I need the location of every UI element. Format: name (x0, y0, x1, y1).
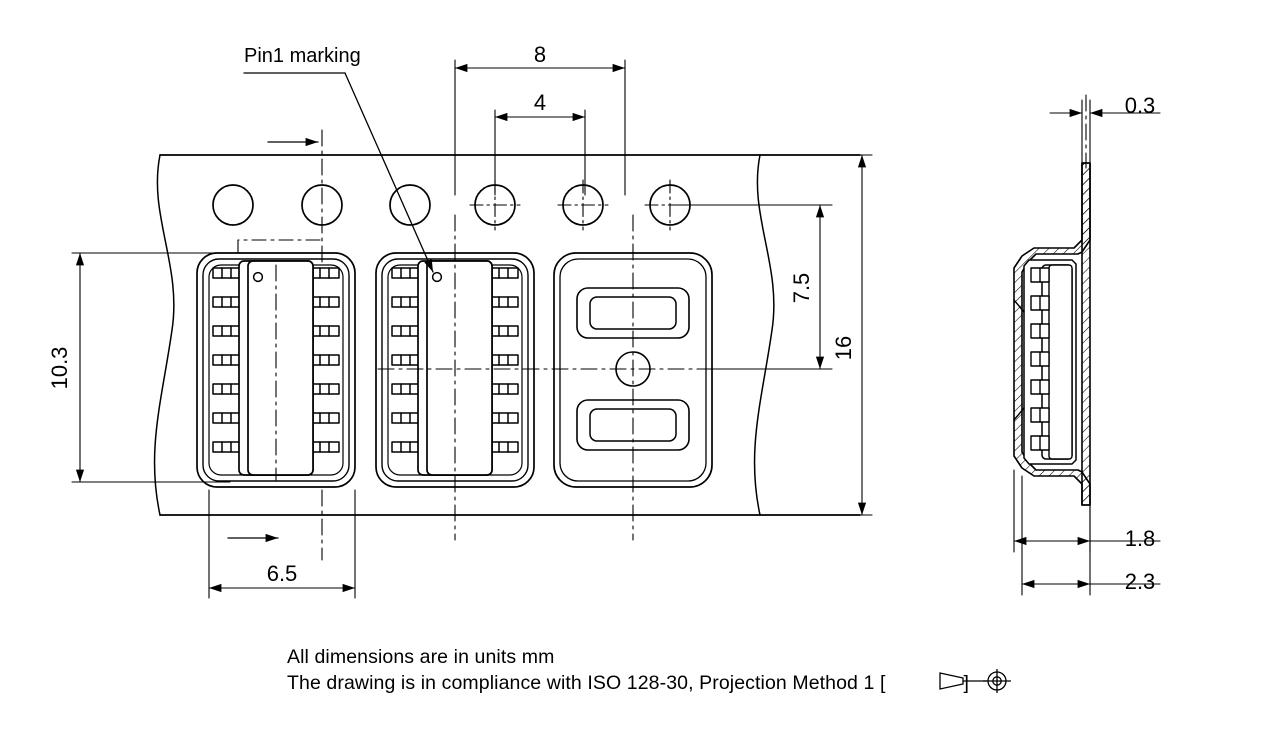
dimension-label-4: 4 (534, 90, 546, 115)
dimension-10-3 (71, 252, 231, 483)
dimension-label-16: 16 (831, 336, 856, 360)
standard-note: The drawing is in compliance with ISO 12… (287, 672, 969, 695)
pin1-marking-label: Pin1 marking (244, 45, 361, 67)
pin1-dot (431, 271, 443, 283)
dimension-4 (494, 109, 586, 196)
dimension-label-1-8: 1.8 (1125, 526, 1156, 551)
dimension-6-5 (208, 489, 356, 599)
dimension-label-8: 8 (534, 42, 546, 67)
dimension-0-3 (1049, 99, 1161, 176)
centerlines (275, 129, 791, 561)
dimension-label-2-3: 2.3 (1125, 569, 1156, 594)
dimension-label-0-3: 0.3 (1125, 93, 1156, 118)
break-line-left (153, 154, 175, 516)
cross-section-view (1013, 162, 1091, 506)
units-note: All dimensions are in units mm (287, 646, 555, 668)
carrier-tape-outline (153, 154, 861, 516)
sprocket-holes (212, 184, 691, 226)
dimension-16 (759, 154, 873, 516)
pocket-index-leader (237, 239, 323, 254)
first-angle-projection-symbol (939, 669, 1011, 693)
pin1-dot (252, 271, 264, 283)
standard-note-text: The drawing is in compliance with ISO 12… (287, 672, 886, 694)
pin1-leader (243, 72, 434, 273)
dimension-2-3 (1021, 475, 1161, 596)
dimension-label-7-5: 7.5 (789, 273, 814, 304)
break-line-right (753, 154, 775, 516)
standard-note-bracket-close: ] (963, 672, 970, 694)
dimension-7-5 (669, 204, 833, 370)
dimension-label-6-5: 6.5 (267, 561, 298, 586)
section-leads (1030, 267, 1050, 451)
dimension-label-10-3: 10.3 (47, 347, 72, 390)
dimension-8 (454, 59, 626, 196)
